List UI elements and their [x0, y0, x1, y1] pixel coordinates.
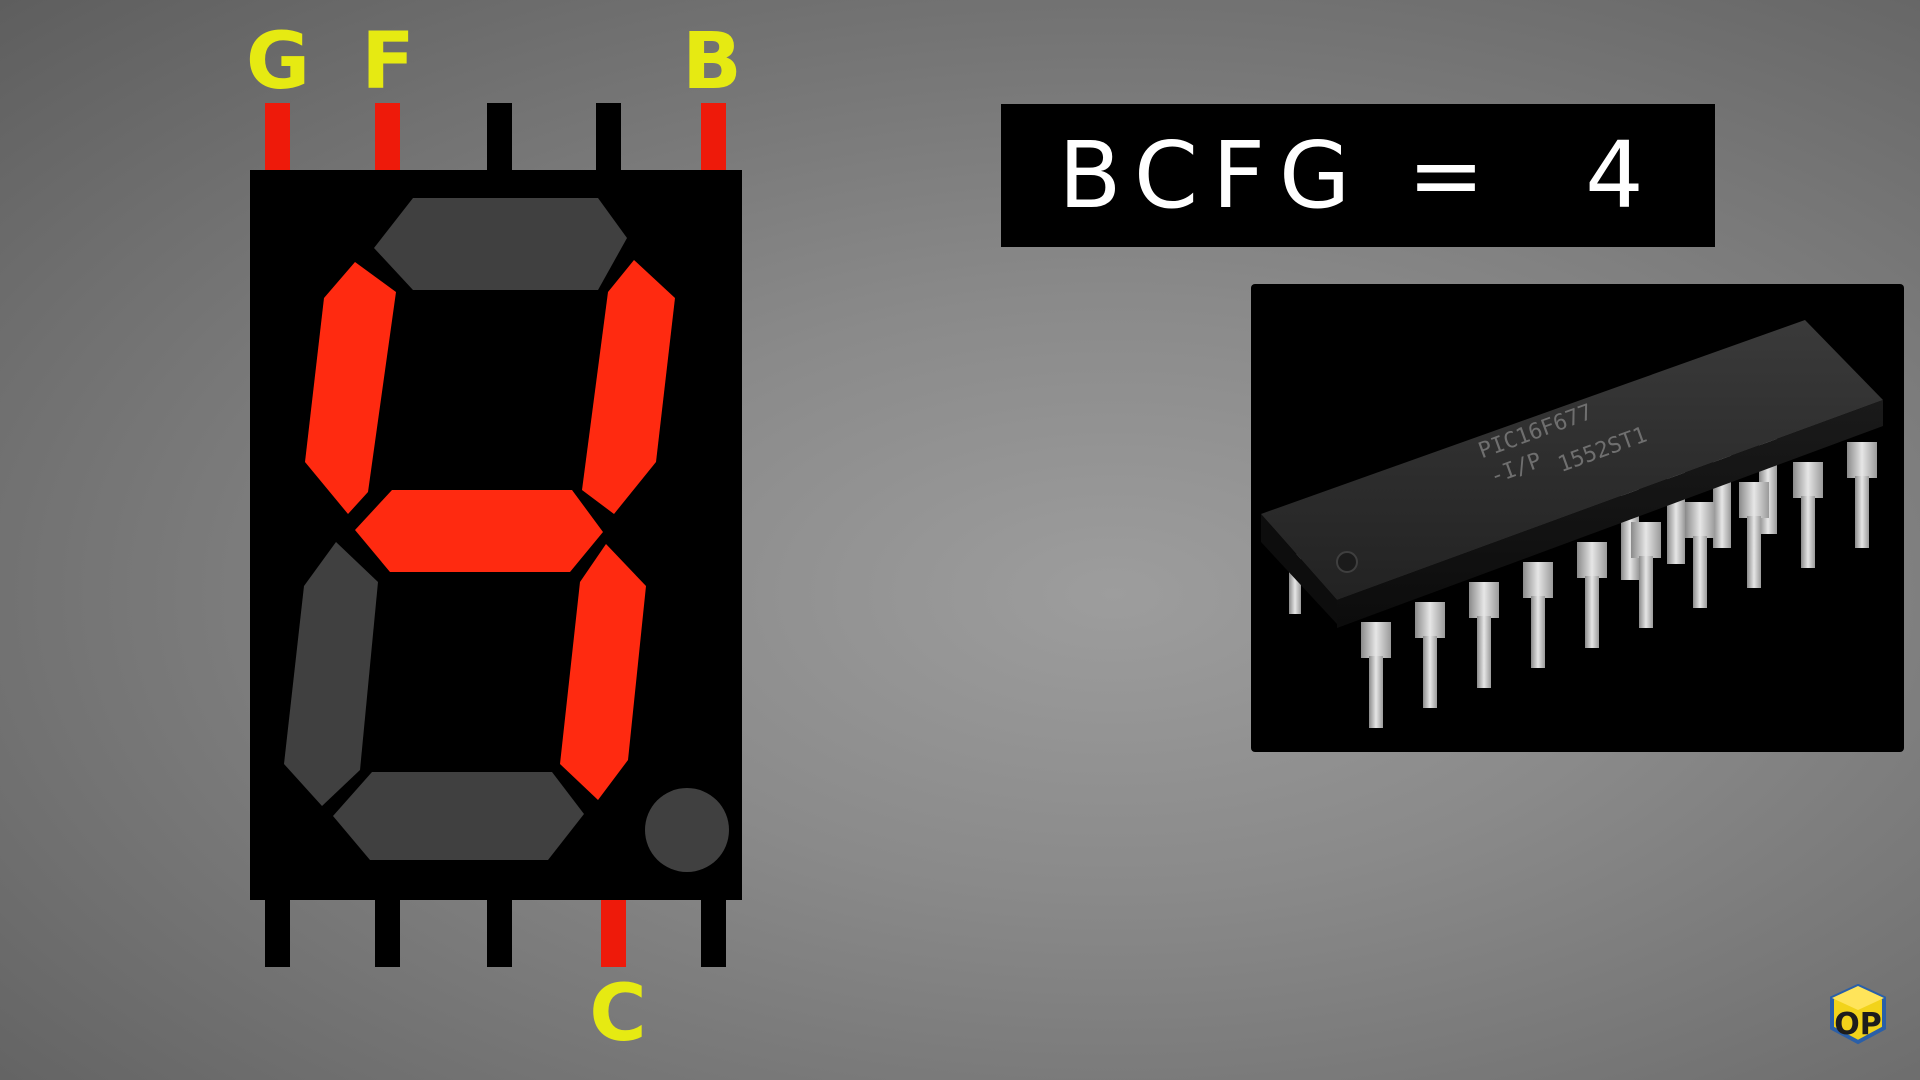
- pin-bottom-1: [265, 897, 290, 967]
- pin-label-b: B: [682, 17, 741, 107]
- chip-body-front: [1337, 400, 1883, 628]
- equation-text: BCFG = 4: [1058, 121, 1658, 229]
- segment-dp: [645, 788, 729, 872]
- chip-panel: PIC16F677 -I/P 1552ST1: [1251, 284, 1904, 752]
- chip-body-top: [1261, 320, 1883, 600]
- pin-label-g: G: [246, 17, 310, 107]
- pin-c-bottom: [601, 897, 626, 967]
- pin-b-top: [701, 103, 726, 171]
- pin-f-top: [375, 103, 400, 171]
- pin-label-f: F: [361, 17, 414, 107]
- pin-g-top: [265, 103, 290, 171]
- equation-box: BCFG = 4: [1001, 104, 1715, 247]
- segment-f: [305, 262, 396, 514]
- segment-c: [560, 544, 646, 800]
- segment-d: [333, 772, 584, 860]
- pin-common-top-1: [487, 103, 512, 171]
- segment-b: [582, 260, 675, 514]
- segment-e: [284, 542, 378, 806]
- pin-bottom-2: [375, 897, 400, 967]
- segment-g: [355, 490, 603, 572]
- pin-common-top-2: [596, 103, 621, 171]
- seven-segment-display: G F B C: [246, 17, 742, 1059]
- pin-label-c: C: [589, 969, 646, 1059]
- channel-logo: OP: [1830, 984, 1886, 1045]
- segment-a: [374, 198, 627, 290]
- microcontroller-chip: PIC16F677 -I/P 1552ST1: [1261, 320, 1883, 728]
- pin-bottom-5: [701, 897, 726, 967]
- logo-text: OP: [1834, 1007, 1882, 1042]
- chip-front-pins: [1361, 442, 1877, 728]
- chip-body-side: [1261, 514, 1337, 624]
- chip-notch: [1336, 551, 1358, 573]
- pin-bottom-3: [487, 897, 512, 967]
